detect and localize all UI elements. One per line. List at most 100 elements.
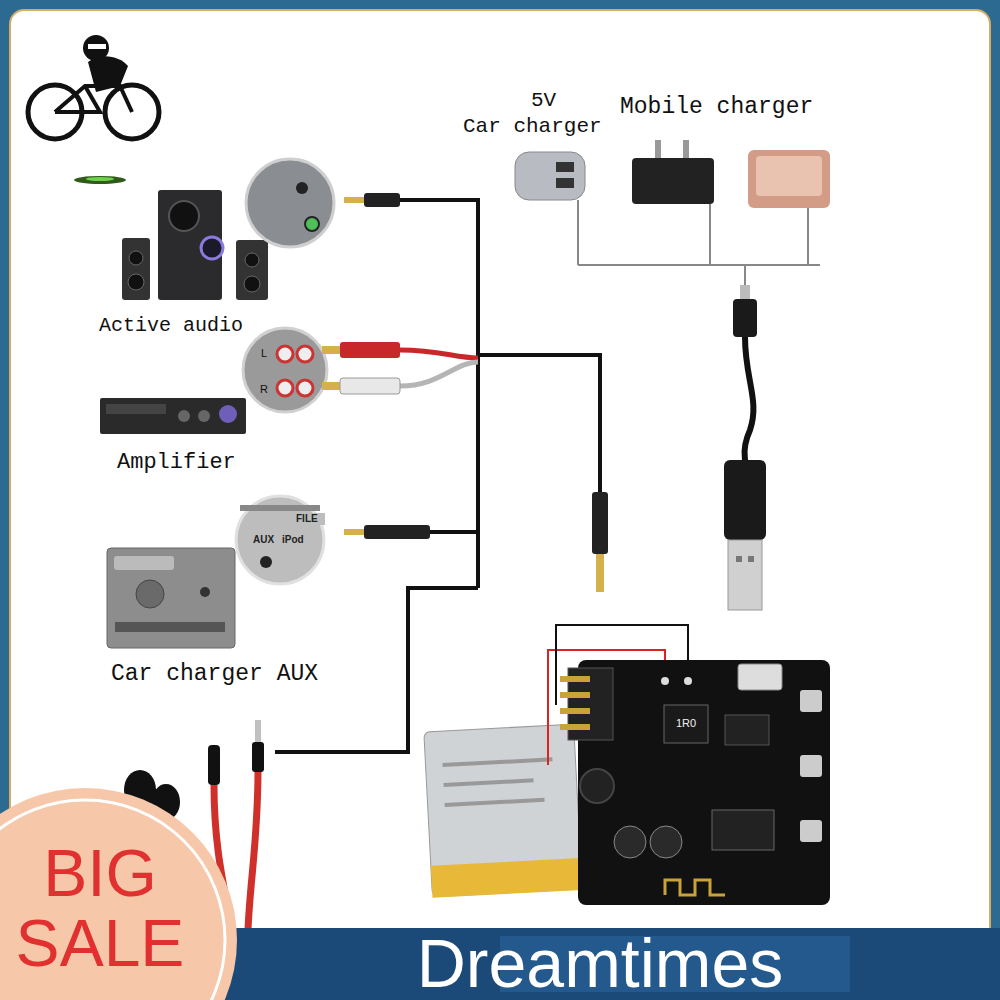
rca-cable-white	[400, 362, 478, 386]
button	[800, 690, 822, 712]
car-stereo-socket	[200, 587, 210, 597]
satellite-speaker	[236, 240, 268, 300]
aux-callout	[236, 496, 324, 584]
plug-prong	[655, 140, 661, 158]
channel-label: R	[257, 382, 271, 396]
charger-lines	[578, 200, 820, 285]
ic-chip	[712, 810, 774, 850]
speaker-cone	[129, 251, 143, 265]
device-label: Amplifier	[117, 449, 247, 476]
audio-cable	[478, 355, 600, 492]
jack-contact	[560, 692, 590, 698]
usb-a-hole	[748, 556, 754, 562]
device-label: 5V Car charger	[463, 88, 605, 140]
headset-plug-tip	[255, 720, 261, 742]
aux-socket	[260, 556, 272, 568]
amplifier-knob	[219, 405, 237, 423]
jack-contact	[560, 724, 590, 730]
panel-label: iPod	[281, 534, 307, 546]
sale-badge-text: BIG SALE	[10, 838, 190, 978]
satellite-speaker	[122, 238, 150, 300]
plug-body	[592, 492, 608, 554]
battery-pouch	[424, 724, 582, 897]
button	[800, 820, 822, 842]
capacitor	[614, 826, 646, 858]
cd-slot	[115, 622, 225, 632]
amplifier-display	[106, 404, 166, 414]
headset-plug	[252, 742, 264, 772]
inductor	[664, 705, 708, 743]
usb-port	[556, 162, 574, 172]
plug-tip	[344, 529, 364, 535]
panel	[10, 10, 990, 945]
rca-callout	[243, 328, 327, 412]
device-label: Mobile charger	[620, 93, 830, 121]
plug-tip	[596, 554, 604, 592]
logo-mark	[86, 177, 114, 181]
microphone	[580, 769, 614, 803]
antenna	[665, 880, 725, 895]
plug-body	[364, 193, 400, 207]
car-charger	[515, 152, 585, 200]
usb-cable	[744, 337, 753, 460]
rca-socket	[297, 346, 313, 362]
headset-cable	[248, 770, 258, 930]
headset-remote	[208, 745, 220, 785]
audio-cable	[430, 530, 478, 534]
usb-a-hole	[736, 556, 742, 562]
rca-plug-white	[340, 378, 400, 394]
rca-socket	[297, 380, 313, 396]
capacitor	[650, 826, 682, 858]
bike-frame	[55, 86, 132, 112]
pad	[661, 677, 669, 685]
battery-print	[445, 798, 545, 807]
plug-body	[364, 525, 430, 539]
usb-port	[556, 178, 574, 188]
micro-usb-plug	[733, 299, 757, 337]
button	[800, 755, 822, 777]
usb-a-metal	[728, 540, 762, 610]
ic-small	[725, 715, 769, 745]
aux-panel-line	[240, 505, 320, 511]
rca-cable-red	[400, 350, 478, 358]
usb-a-plug	[724, 460, 766, 540]
jack-callout	[246, 159, 334, 247]
sale-badge-ring	[0, 800, 225, 1000]
micro-usb-socket	[738, 664, 782, 690]
bike-visor	[88, 44, 106, 49]
amplifier-knob	[198, 410, 210, 422]
logo-mark	[74, 176, 126, 184]
car-stereo-buttons	[114, 556, 174, 570]
subwoofer-port	[169, 201, 199, 231]
pad	[684, 677, 692, 685]
power-bank	[748, 150, 830, 208]
rca-tip	[322, 382, 340, 390]
plug-prong	[683, 140, 689, 158]
plug-tip	[344, 197, 364, 203]
subwoofer-knob	[201, 237, 223, 259]
wall-charger	[632, 158, 714, 204]
brand-name: Dreamtimes	[380, 926, 820, 1000]
battery	[424, 724, 582, 898]
rca-socket	[277, 346, 293, 362]
rca-tip	[322, 346, 340, 354]
power-bank-face	[756, 156, 822, 196]
amplifier-box	[100, 398, 246, 434]
car-stereo-knob	[136, 580, 164, 608]
bike-frame	[55, 86, 100, 112]
rca-socket	[277, 380, 293, 396]
battery-print	[444, 778, 534, 787]
jack-contact	[560, 708, 590, 714]
rca-plug-red	[340, 342, 400, 358]
panel-label: FILE	[295, 513, 325, 525]
bluetooth-board	[578, 660, 830, 905]
micro-usb-tip	[740, 285, 750, 299]
speaker-cone	[244, 276, 260, 292]
jack-socket	[296, 182, 308, 194]
channel-label: L	[257, 346, 271, 360]
speaker-cone	[245, 253, 259, 267]
battery-tape	[431, 858, 582, 898]
amplifier-knob	[178, 410, 190, 422]
